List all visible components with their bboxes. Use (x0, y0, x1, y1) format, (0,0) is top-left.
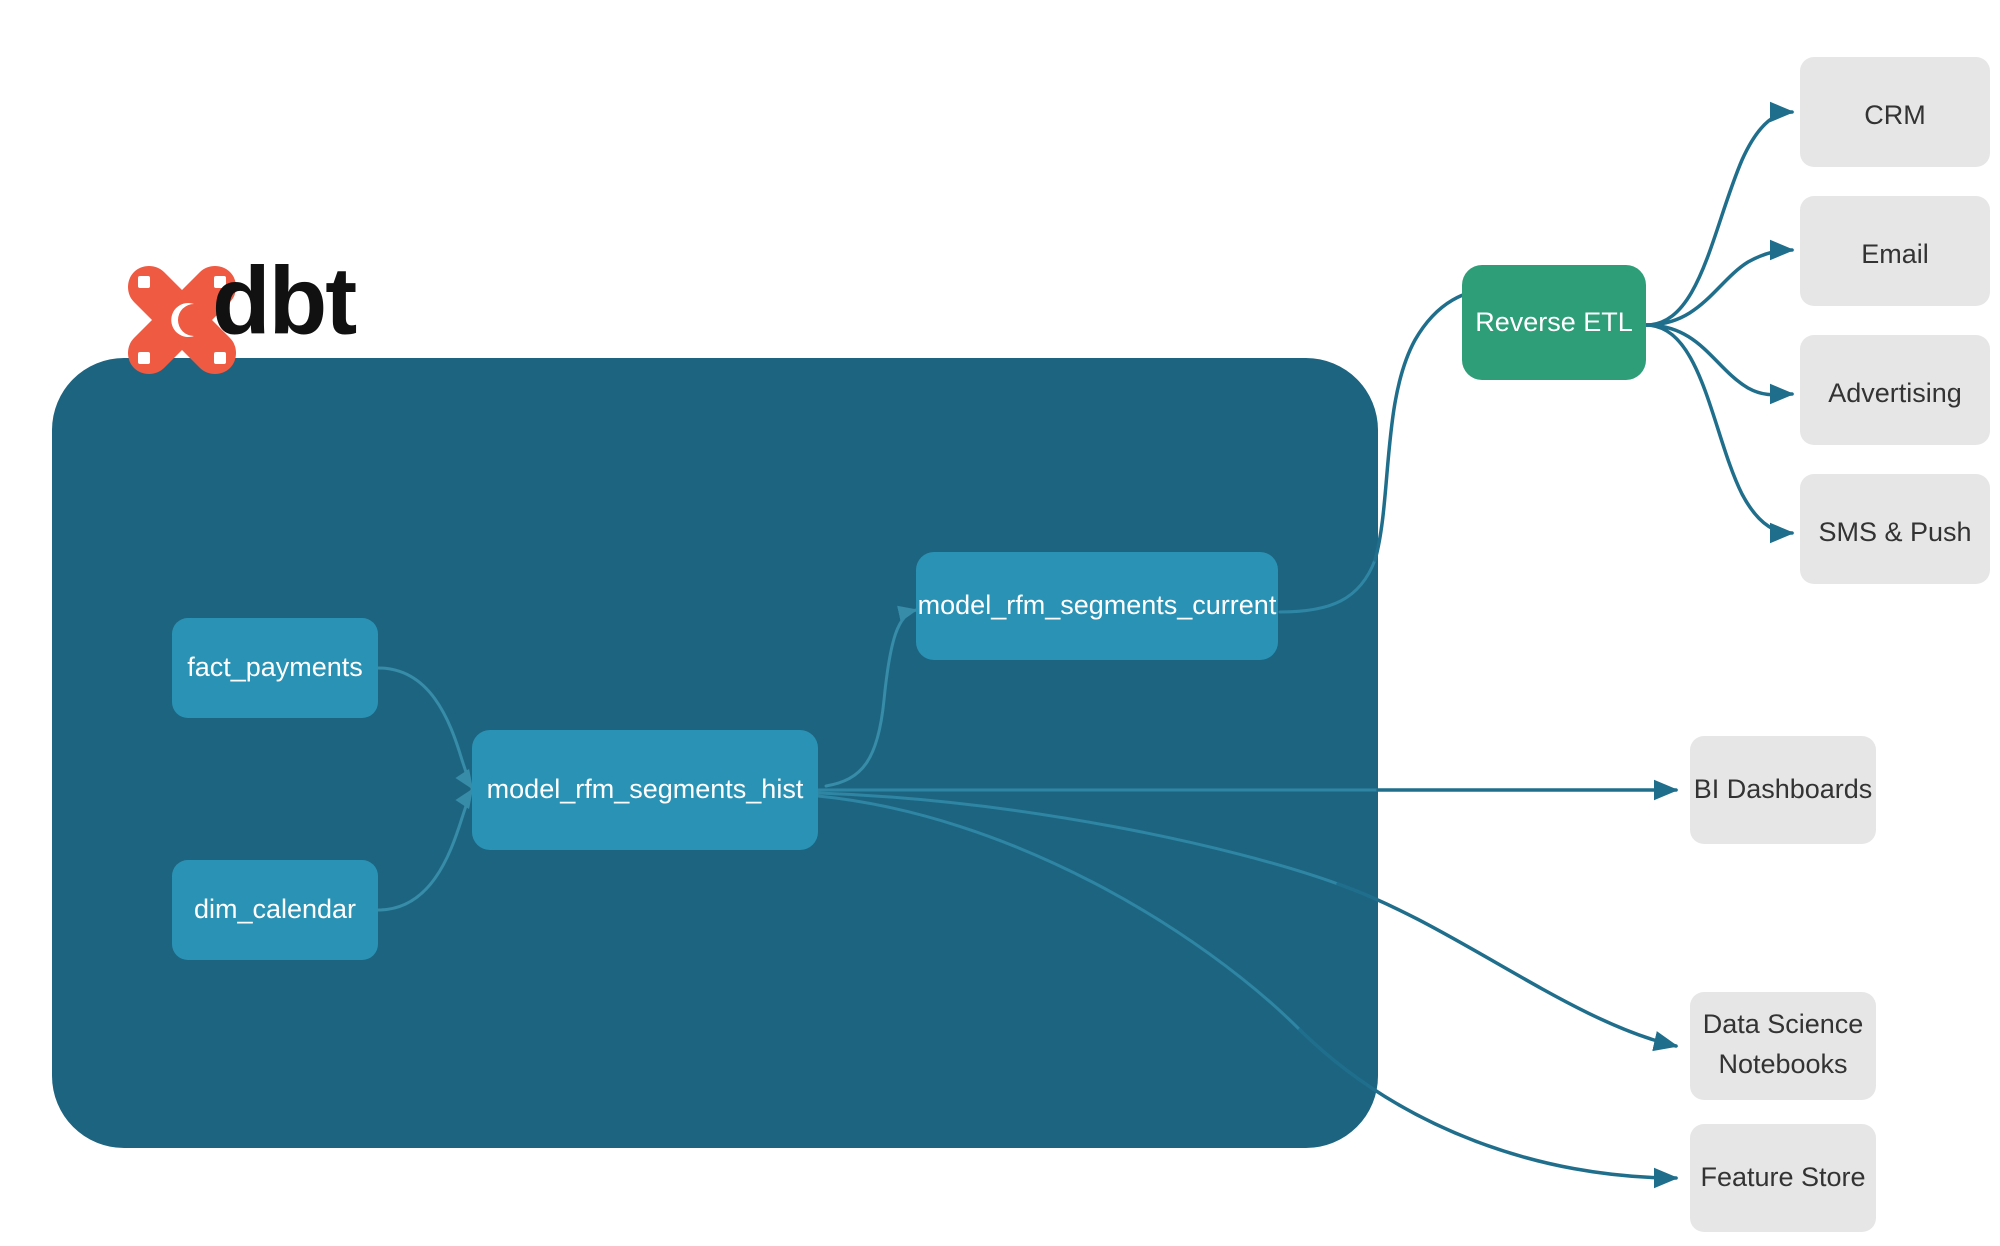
node-advertising[interactable]: Advertising (1800, 335, 1990, 445)
edge-hist-to-data-science-notebooks (816, 791, 1679, 1052)
node-label-email: Email (1861, 239, 1929, 269)
node-label-data-science-notebooks-line2: Notebooks (1718, 1049, 1847, 1079)
node-sms-push[interactable]: SMS & Push (1800, 474, 1990, 584)
node-label-model-rfm-segments-hist: model_rfm_segments_hist (487, 774, 804, 804)
edge-reverse-etl-to-sms-push (1644, 323, 1795, 544)
node-label-data-science-notebooks-line1: Data Science (1703, 1009, 1864, 1039)
dbt-logo-icon (128, 266, 236, 374)
edge-reverse-etl-to-advertising (1644, 323, 1795, 405)
node-feature-store[interactable]: Feature Store (1690, 1124, 1876, 1232)
edge-hist-to-current (824, 605, 918, 788)
node-label-dim-calendar: dim_calendar (194, 894, 356, 924)
edge-dim-calendar-to-hist (376, 788, 474, 912)
node-data-science-notebooks[interactable]: Data Science Notebooks (1690, 992, 1876, 1100)
node-model-rfm-segments-current[interactable]: model_rfm_segments_current (916, 552, 1278, 660)
dbt-wordmark: dbt (212, 247, 356, 354)
node-label-crm: CRM (1864, 100, 1926, 130)
node-label-bi-dashboards: BI Dashboards (1694, 774, 1873, 804)
edge-fact-payments-to-hist (376, 666, 474, 790)
dbt-brand-lockup: dbt (128, 247, 358, 374)
node-label-feature-store: Feature Store (1700, 1162, 1865, 1192)
node-label-advertising: Advertising (1828, 378, 1962, 408)
node-bi-dashboards[interactable]: BI Dashboards (1690, 736, 1876, 844)
node-reverse-etl[interactable]: Reverse ETL (1462, 265, 1646, 380)
node-label-sms-push: SMS & Push (1818, 517, 1971, 547)
node-crm[interactable]: CRM (1800, 57, 1990, 167)
node-fact-payments[interactable]: fact_payments (172, 618, 378, 718)
node-label-model-rfm-segments-current: model_rfm_segments_current (918, 590, 1277, 620)
node-label-fact-payments: fact_payments (187, 652, 363, 682)
edge-reverse-etl-to-email (1644, 239, 1795, 327)
edge-current-to-reverse-etl (1278, 279, 1491, 614)
edge-reverse-etl-to-crm (1644, 101, 1795, 327)
node-email[interactable]: Email (1800, 196, 1990, 306)
edge-hist-to-feature-store (816, 794, 1679, 1189)
node-dim-calendar[interactable]: dim_calendar (172, 860, 378, 960)
node-model-rfm-segments-hist[interactable]: model_rfm_segments_hist (472, 730, 818, 850)
node-label-reverse-etl: Reverse ETL (1475, 307, 1633, 337)
